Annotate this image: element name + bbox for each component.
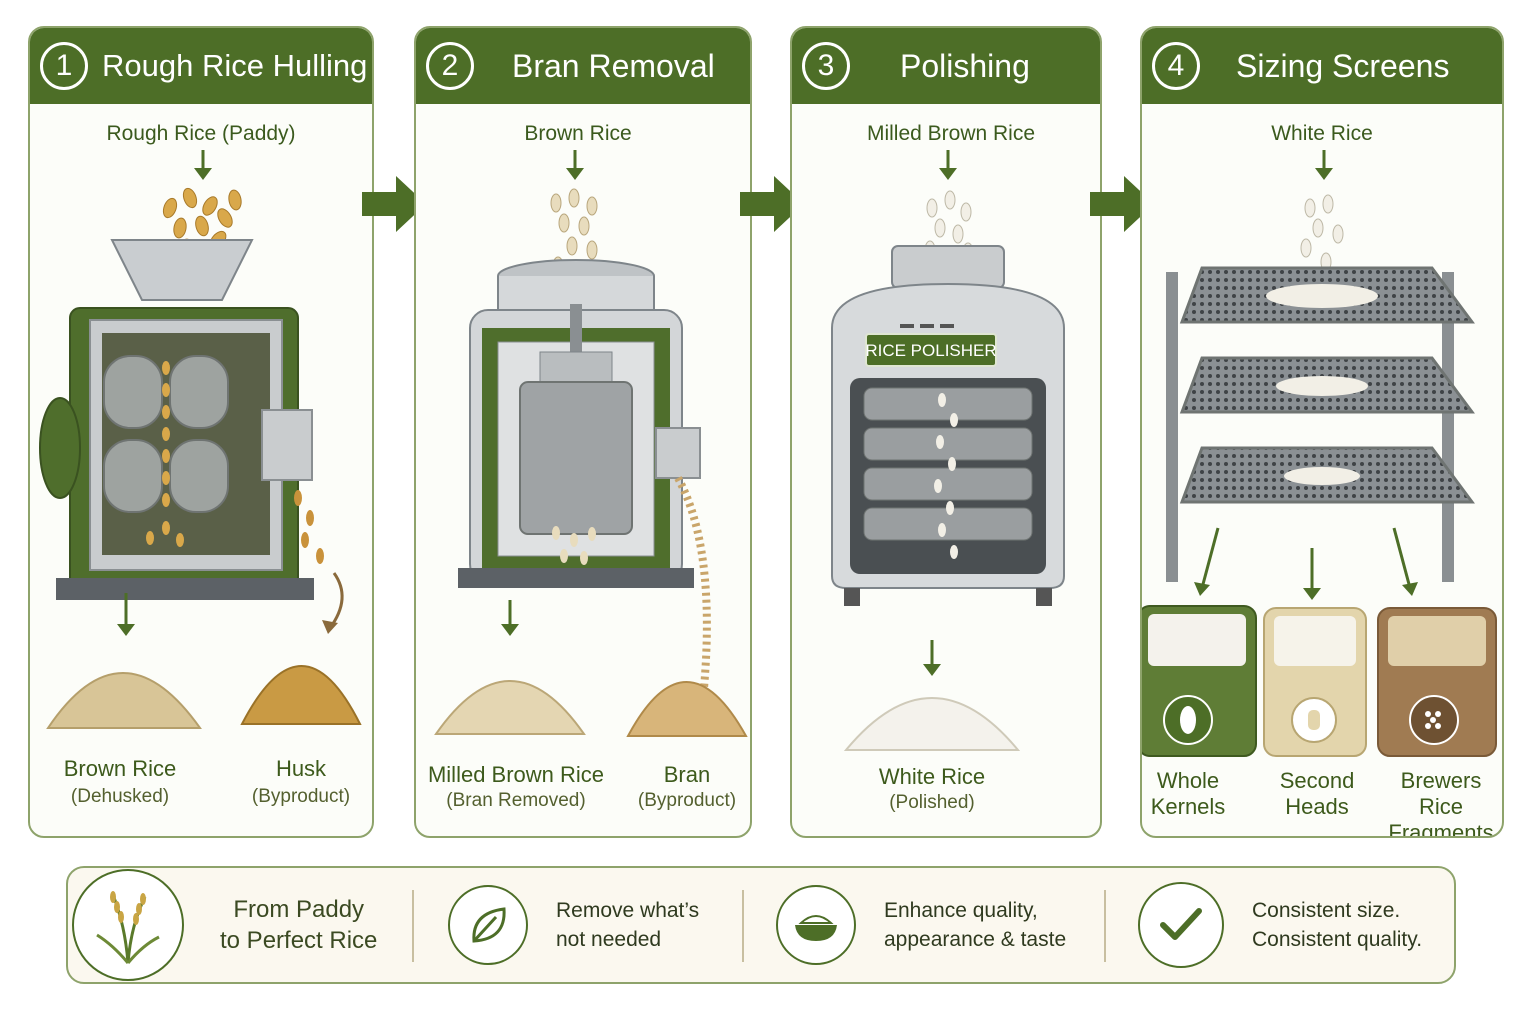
footer-item-1: From Paddy to Perfect Rice: [72, 868, 377, 982]
step-3-title: Polishing: [900, 47, 1030, 84]
sizing-screens-illustration: [1142, 150, 1497, 757]
step-4-title: Sizing Screens: [1236, 47, 1450, 84]
milled-brown-rice-note: (Bran Removed): [446, 790, 586, 811]
polisher-illustration: RICE POLISHER: [831, 150, 1065, 751]
footer-divider-1: [412, 890, 414, 962]
bran-label: Bran: [663, 762, 711, 787]
step-4-panel: 4 Sizing Screens White Rice: [1140, 26, 1504, 838]
footer-3-line2: appearance & taste: [884, 928, 1067, 951]
step-3-input-label: Milled Brown Rice: [866, 122, 1036, 145]
footer-divider-3: [1104, 890, 1106, 962]
step-1-panel: 1 Rough Rice Hulling Rough Rice (Paddy): [28, 26, 374, 838]
footer-4-line1: Consistent size.: [1252, 899, 1401, 922]
flow-arrow-2-3: [740, 176, 804, 232]
flow-arrow-1-2: [362, 176, 426, 232]
husk-note: (Byproduct): [251, 786, 351, 807]
leaf-icon: [448, 885, 528, 965]
footer-divider-2: [742, 890, 744, 962]
footer-2-line2: not needed: [556, 928, 662, 951]
footer-4-line2: Consistent quality.: [1252, 928, 1423, 951]
footer-3-line1: Enhance quality,: [884, 899, 1038, 922]
step-1-header: 1 Rough Rice Hulling: [30, 28, 372, 104]
footer-item-2: Remove what’s not needed: [448, 868, 699, 982]
white-rice-note: (Polished): [889, 792, 975, 813]
footer-2-line1: Remove what’s: [556, 899, 700, 922]
footer-1-line1: From Paddy: [233, 896, 365, 923]
footer-1-line2: to Perfect Rice: [220, 927, 378, 954]
step-4-header: 4 Sizing Screens: [1142, 28, 1502, 104]
step-3-header: 3 Polishing: [792, 28, 1100, 104]
bran-note: (Byproduct): [637, 790, 737, 811]
summary-footer: From Paddy to Perfect Rice Remove what’s…: [66, 866, 1456, 984]
step-2-panel: 2 Bran Removal Brown Rice: [414, 26, 752, 838]
footer-item-4: Consistent size. Consistent quality.: [1138, 868, 1422, 982]
step-4-input-label: White Rice: [1271, 122, 1373, 145]
step-2-input-label: Brown Rice: [524, 122, 632, 145]
step-3-panel: 3 Polishing Milled Brown Rice RICE POLIS…: [790, 26, 1102, 838]
rice-bowl-icon: [776, 885, 856, 965]
step-1-number: 1: [40, 42, 88, 90]
step-4-number: 4: [1152, 42, 1200, 90]
second-heads-label: Second Heads: [1279, 768, 1355, 819]
rice-plant-icon: [72, 869, 184, 981]
huller-illustration: [39, 150, 362, 729]
brown-rice-note: (Dehusked): [70, 786, 170, 807]
step-2-title: Bran Removal: [512, 47, 715, 84]
bran-remover-illustration: [434, 150, 748, 737]
flow-arrow-3-4: [1090, 176, 1154, 232]
brown-rice-label: Brown Rice: [63, 756, 177, 781]
machine-label: RICE POLISHER: [865, 341, 996, 360]
step-2-header: 2 Bran Removal: [416, 28, 750, 104]
step-1-title: Rough Rice Hulling: [102, 48, 368, 83]
whole-kernels-label: Whole Kernels: [1150, 768, 1226, 819]
husk-label: Husk: [275, 756, 327, 781]
step-1-input-label: Rough Rice (Paddy): [106, 122, 296, 145]
step-3-number: 3: [802, 42, 850, 90]
footer-item-3: Enhance quality, appearance & taste: [776, 868, 1066, 982]
checkmark-icon: [1138, 882, 1224, 968]
white-rice-label: White Rice: [878, 764, 986, 789]
milled-brown-rice-label: Milled Brown Rice: [427, 762, 605, 787]
step-2-number: 2: [426, 42, 474, 90]
brewers-rice-label: Brewers Rice Fragments: [1388, 768, 1494, 838]
